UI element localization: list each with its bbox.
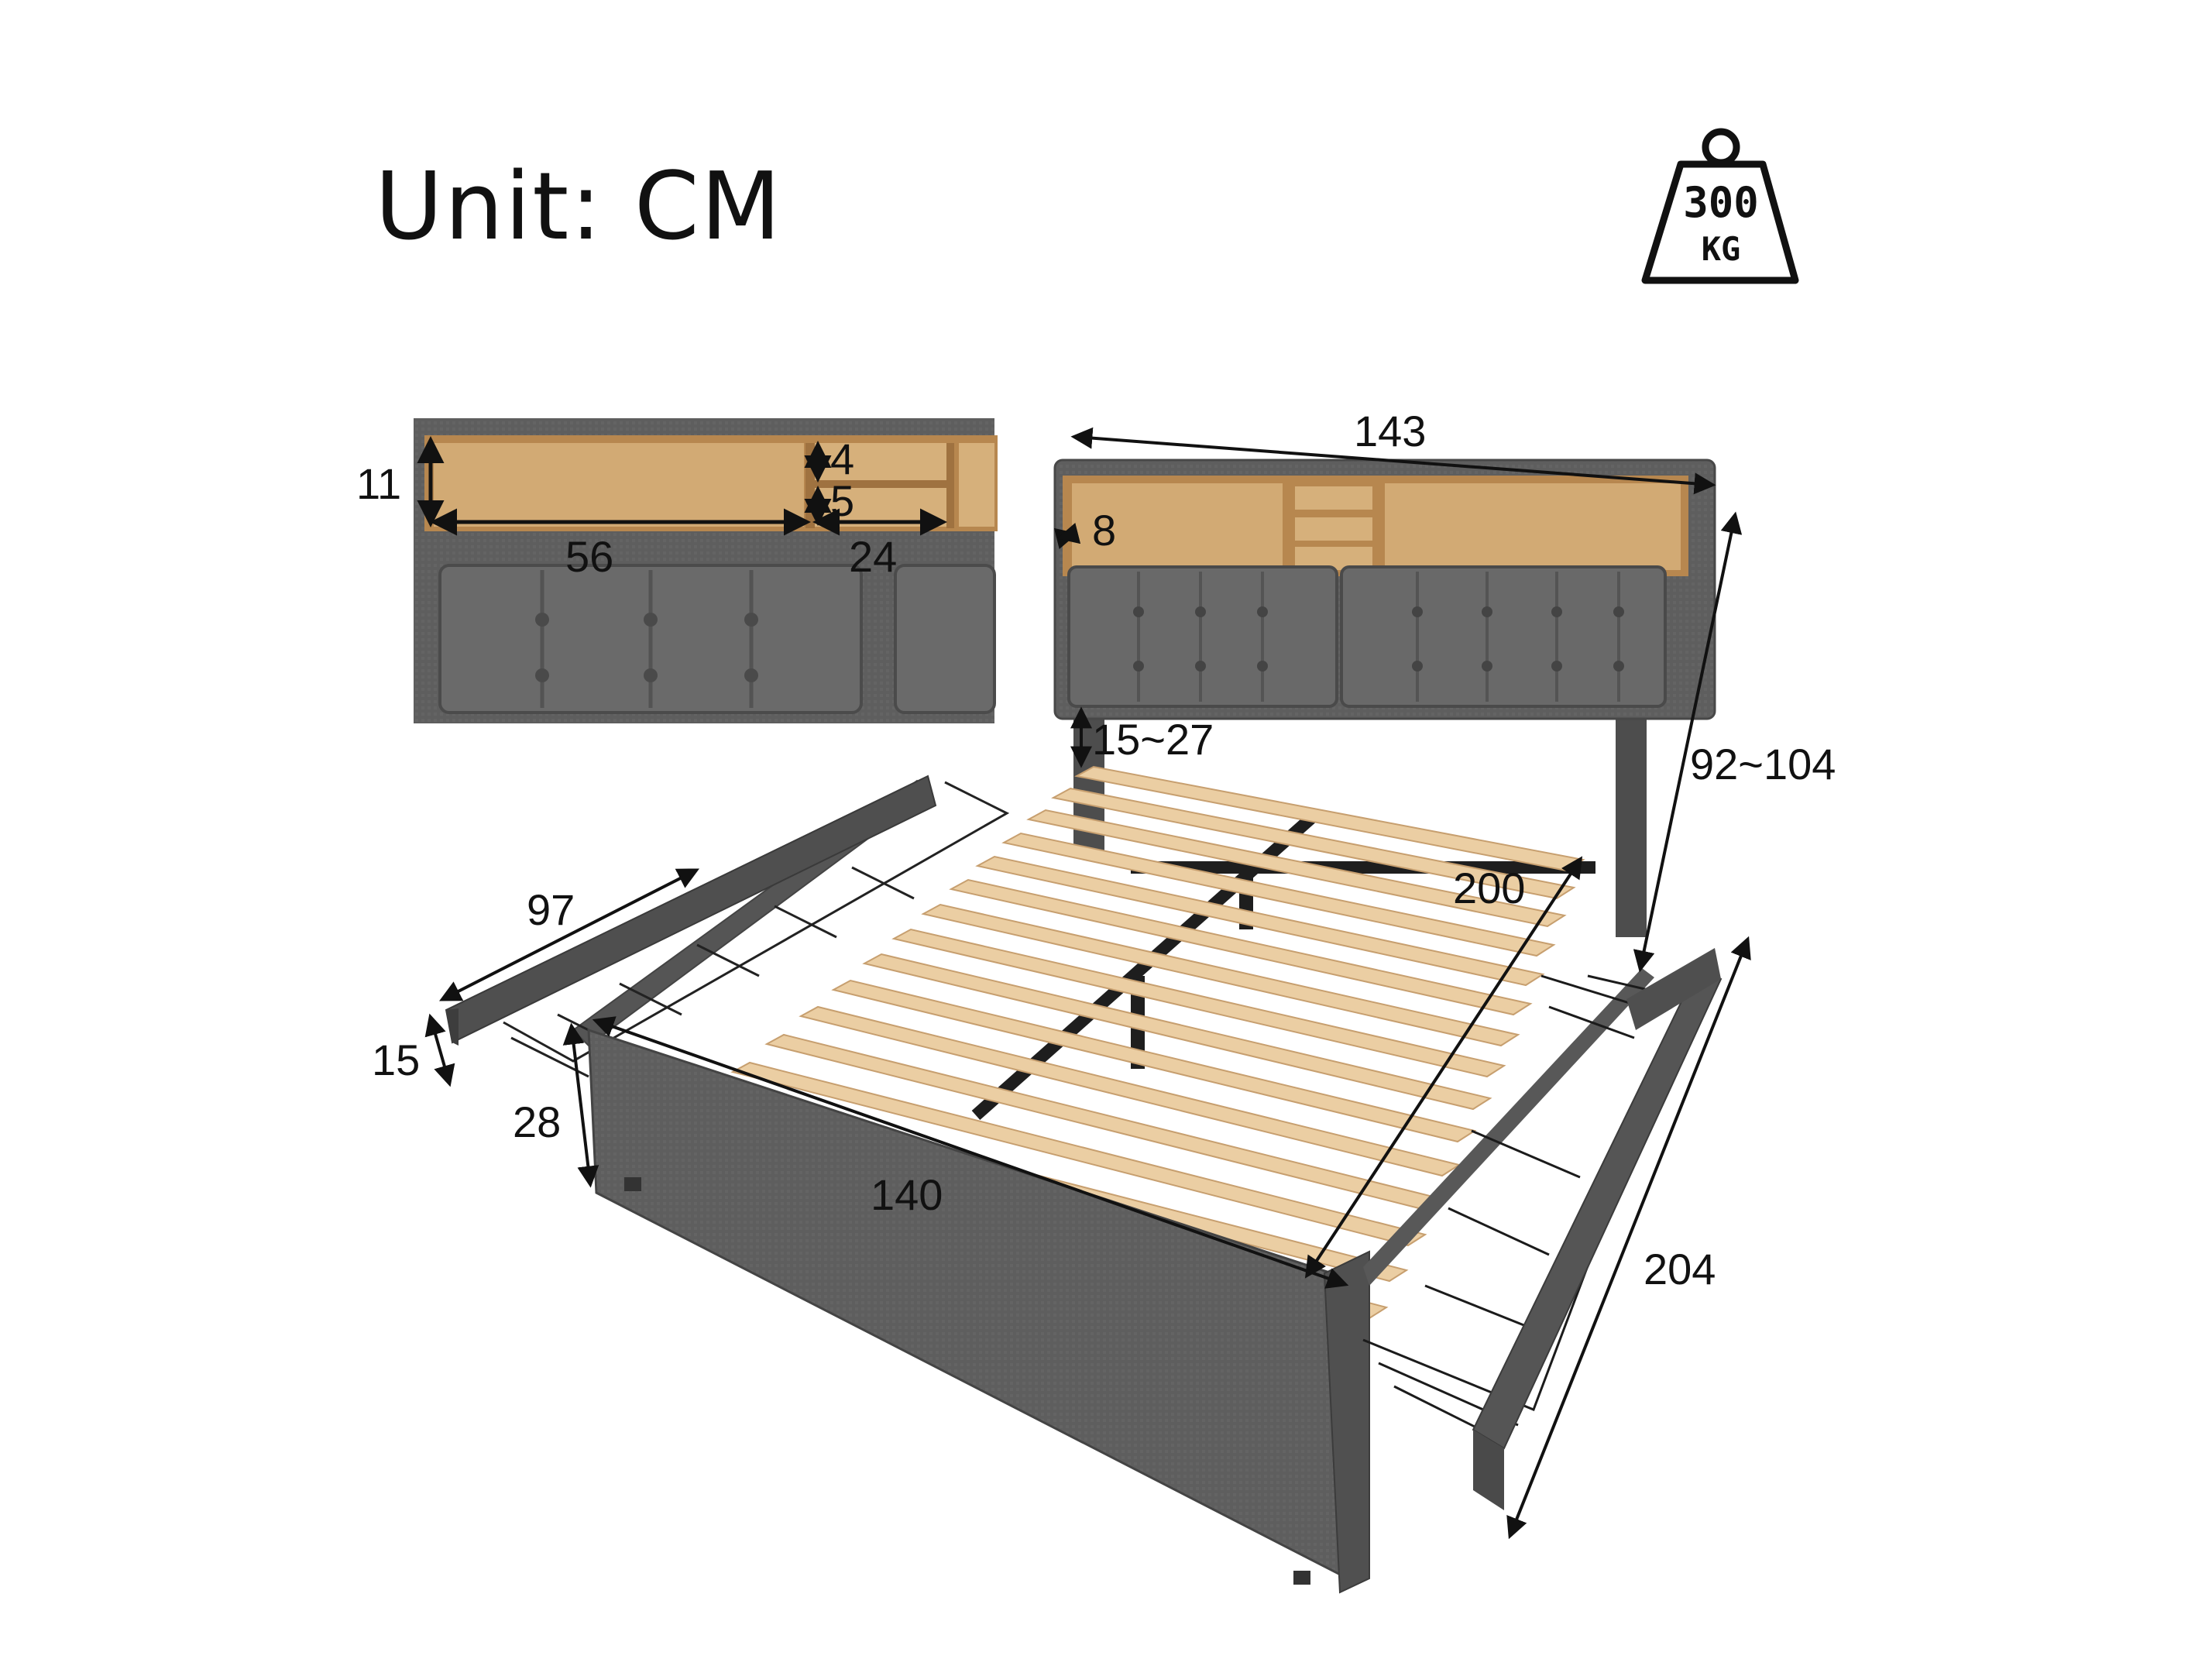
weight-value: 300: [1683, 178, 1759, 227]
dim-leg-clearance: 15~27: [1092, 715, 1214, 764]
dim-drawer-length: 97: [527, 885, 575, 934]
dim-shelf-height: 11: [356, 459, 401, 508]
dim-drawer-height: 15: [372, 1036, 420, 1084]
dim-total-height: 92~104: [1690, 740, 1836, 788]
dim-main-compartment-width: 56: [565, 532, 613, 581]
dim-slat-length: 200: [1453, 864, 1525, 912]
dim-side-rail-height: 28: [513, 1097, 561, 1146]
dim-headboard-width: 143: [1354, 407, 1426, 455]
dim-frame-width: 140: [871, 1170, 943, 1219]
headboard-shelf-inset: 11 4 5 56 24: [356, 418, 998, 723]
dim-small-shelf-top: 4: [830, 434, 854, 483]
dim-total-length: 204: [1644, 1245, 1716, 1293]
dim-side-compartment-width: 24: [849, 532, 897, 581]
unit-label: Unit: CM: [375, 153, 783, 261]
dim-shelf-depth: 8: [1092, 506, 1116, 555]
dim-small-shelf-bottom: 5: [830, 476, 854, 525]
weight-icon: 300 KG: [1641, 128, 1799, 284]
dimension-lines: 143 8 15~27 92~104 200 97 15 28 140 204: [372, 407, 1836, 1540]
weight-unit: KG: [1702, 230, 1741, 268]
